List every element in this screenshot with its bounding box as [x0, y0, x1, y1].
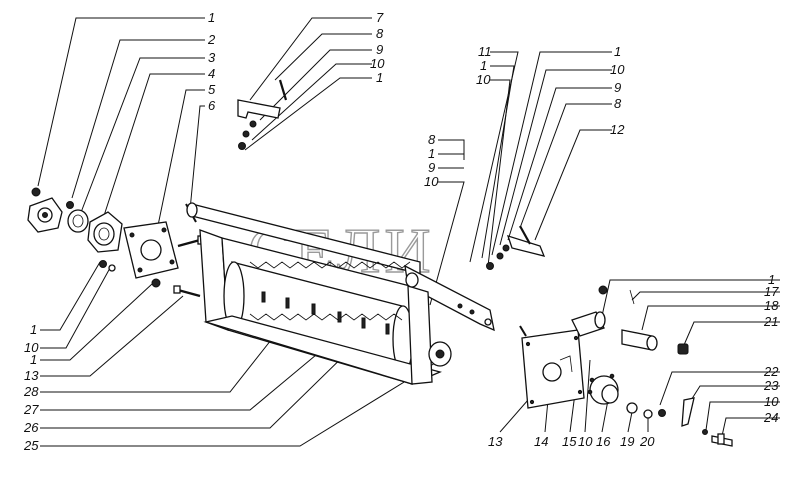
- part-top-bracket: [237, 79, 288, 150]
- callout-15: 15: [562, 434, 577, 449]
- callout-6: 6: [208, 98, 216, 113]
- callout-24: 24: [763, 410, 778, 425]
- part-right-plate: [519, 325, 585, 409]
- callout-19: 19: [620, 434, 634, 449]
- callout-12: 12: [610, 122, 625, 137]
- callout-labels: 1 2 3 4 5 6 7 8 9 10 1 8 1 9 10 11 1 10 …: [23, 10, 779, 453]
- callout-13-left: 13: [24, 368, 39, 383]
- callout-1-mid: 1: [428, 146, 435, 161]
- part-sleeve: [571, 285, 635, 337]
- part-nuts-left-bottom: [99, 260, 161, 288]
- callout-8-right: 8: [614, 96, 622, 111]
- callout-5: 5: [208, 82, 216, 97]
- callout-7: 7: [376, 10, 384, 25]
- callout-26: 26: [23, 420, 39, 435]
- callout-10-left: 10: [24, 340, 39, 355]
- callout-18: 18: [764, 298, 779, 313]
- callout-2: 2: [207, 32, 216, 47]
- callout-1-top: 1: [376, 70, 383, 85]
- part-shaft: [621, 329, 689, 355]
- callout-14: 14: [534, 434, 548, 449]
- callout-9-mid: 9: [428, 160, 435, 175]
- callout-10-right-a: 10: [476, 72, 491, 87]
- callout-1-right-b: 1: [614, 44, 621, 59]
- callout-10-bottom: 10: [578, 434, 593, 449]
- callout-13-bottom: 13: [488, 434, 503, 449]
- callout-8-mid: 8: [428, 132, 436, 147]
- part-washers-lever-bolt: [626, 397, 733, 447]
- callout-10-top: 10: [370, 56, 385, 71]
- part-right-bracket: [486, 225, 546, 270]
- callout-10-mid: 10: [424, 174, 439, 189]
- callout-1-left-b: 1: [30, 352, 37, 367]
- callout-11: 11: [478, 44, 492, 59]
- callout-17: 17: [764, 284, 779, 299]
- callout-10-right-c: 10: [764, 394, 779, 409]
- part-hub: [587, 373, 619, 405]
- callout-22: 22: [763, 364, 779, 379]
- callout-8-top: 8: [376, 26, 384, 41]
- leader-lines: [37, 17, 780, 447]
- part-housing: [87, 211, 123, 253]
- part-bearing: [67, 209, 89, 233]
- callout-4: 4: [208, 66, 215, 81]
- callout-9-right: 9: [614, 80, 621, 95]
- callout-10-right-b: 10: [610, 62, 625, 77]
- callout-1-top-left: 1: [208, 10, 215, 25]
- callout-23: 23: [763, 378, 779, 393]
- callout-3: 3: [208, 50, 216, 65]
- callout-1-left-a: 1: [30, 322, 37, 337]
- callout-25: 25: [23, 438, 39, 453]
- part-nut-left-top: [31, 187, 74, 209]
- part-square-plate: [123, 221, 179, 279]
- callout-28: 28: [23, 384, 39, 399]
- callout-16: 16: [596, 434, 611, 449]
- callout-1-right-a: 1: [480, 58, 487, 73]
- part-main-frame: [186, 202, 495, 385]
- callout-1-right-c: 1: [768, 272, 775, 287]
- part-flange-plate: [27, 197, 63, 233]
- callout-27: 27: [23, 402, 39, 417]
- callout-9-top: 9: [376, 42, 383, 57]
- callout-21: 21: [763, 314, 778, 329]
- callout-20: 20: [639, 434, 655, 449]
